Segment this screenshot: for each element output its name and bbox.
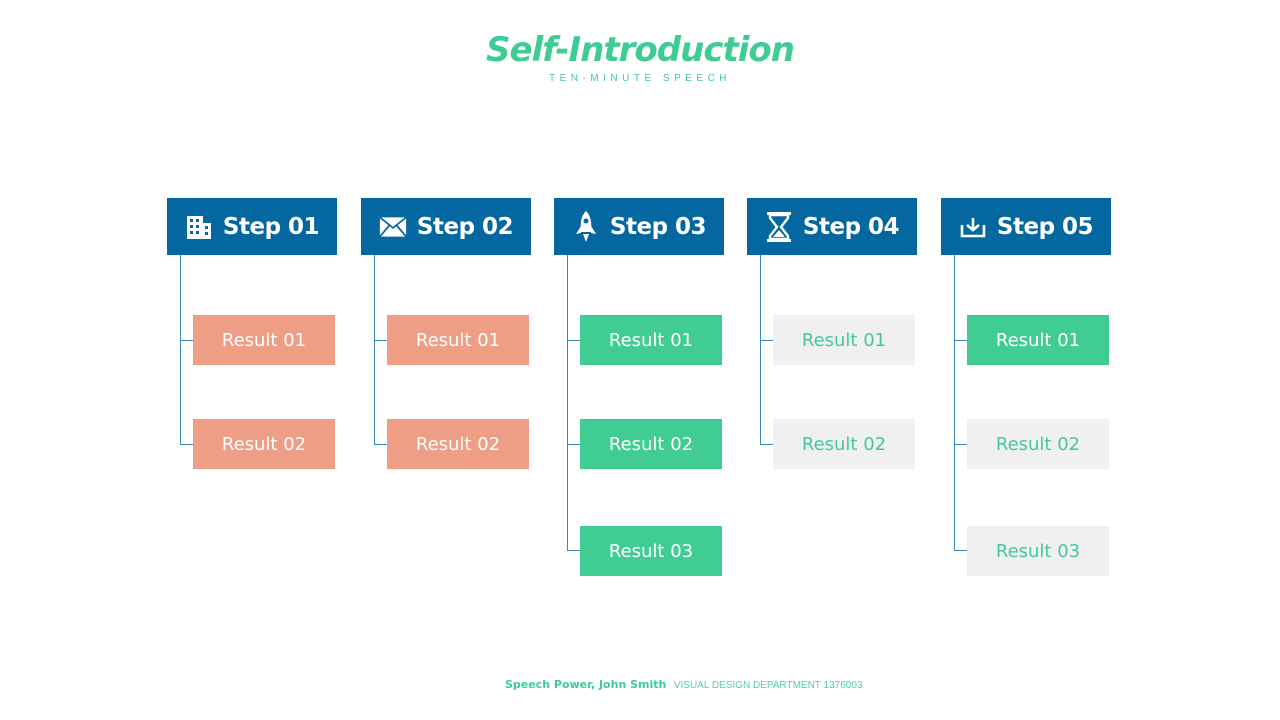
connector-branch <box>567 340 580 341</box>
connector-branch <box>374 444 387 445</box>
connector-line <box>180 255 181 444</box>
result-box: Result 02 <box>580 419 722 469</box>
connector-line <box>954 255 955 550</box>
page-title: Self-Introduction <box>486 30 795 70</box>
result-box: Result 03 <box>580 526 722 576</box>
step-label: Step 03 <box>609 213 707 240</box>
footer: Speech Power, John Smith VISUAL DESIGN D… <box>505 678 862 691</box>
connector-branch <box>374 340 387 341</box>
result-box: Result 01 <box>580 315 722 365</box>
rocket-icon <box>572 210 600 242</box>
connector-branch <box>954 550 967 551</box>
step-header-2: Step 02 <box>361 198 531 255</box>
result-box: Result 01 <box>773 315 915 365</box>
connector-line <box>760 255 761 444</box>
hourglass-icon <box>765 211 793 242</box>
footer-author: Speech Power, John Smith <box>505 678 667 691</box>
result-box: Result 01 <box>193 315 335 365</box>
connector-branch <box>954 444 967 445</box>
connector-line <box>374 255 375 444</box>
step-label: Step 04 <box>802 213 900 240</box>
step-header-4: Step 04 <box>747 198 917 255</box>
connector-line <box>567 255 568 550</box>
connector-branch <box>567 550 580 551</box>
connector-branch <box>954 340 967 341</box>
step-label: Step 02 <box>416 213 514 240</box>
page-subtitle: TEN-MINUTE SPEECH <box>548 73 732 84</box>
result-box: Result 02 <box>193 419 335 469</box>
result-box: Result 02 <box>967 419 1109 469</box>
connector-branch <box>567 444 580 445</box>
envelope-icon <box>379 213 407 241</box>
result-box: Result 02 <box>387 419 529 469</box>
step-header-5: Step 05 <box>941 198 1111 255</box>
step-header-3: Step 03 <box>554 198 724 255</box>
connector-branch <box>760 340 773 341</box>
connector-branch <box>180 340 193 341</box>
step-label: Step 05 <box>996 213 1094 240</box>
step-label: Step 01 <box>222 213 320 240</box>
result-box: Result 01 <box>967 315 1109 365</box>
result-box: Result 01 <box>387 315 529 365</box>
result-box: Result 02 <box>773 419 915 469</box>
connector-branch <box>180 444 193 445</box>
result-box: Result 03 <box>967 526 1109 576</box>
connector-branch <box>760 444 773 445</box>
footer-department: VISUAL DESIGN DEPARTMENT 1376003 <box>673 680 863 691</box>
page-header: Self-Introduction TEN-MINUTE SPEECH <box>0 28 1280 86</box>
building-icon <box>185 213 213 241</box>
download-tray-icon <box>959 213 987 241</box>
step-header-1: Step 01 <box>167 198 337 255</box>
